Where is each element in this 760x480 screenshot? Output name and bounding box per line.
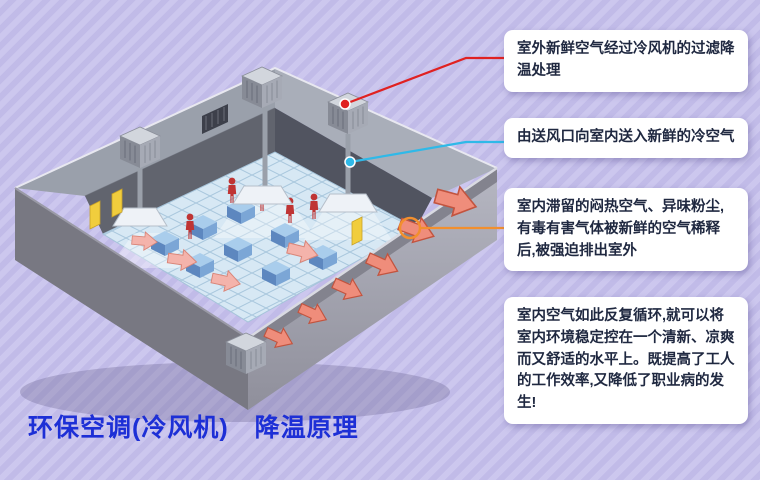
callout-text-fresh-air-supply: 由送风口向室内送入新鲜的冷空气 [517,129,735,145]
callout-text-exhaust: 室内滞留的闷热空气、异味粉尘,有毒有害气体被新鲜的空气稀释后,被强迫排出室外 [517,199,725,259]
callout-fresh-air-supply: 由送风口向室内送入新鲜的冷空气 [504,118,748,158]
air-diffuser [112,207,168,227]
callout-exhaust: 室内滞留的闷热空气、异味粉尘,有毒有害气体被新鲜的空气稀释后,被强迫排出室外 [504,188,748,272]
callout-circulation: 室内空气如此反复循环,就可以将室内环境稳定控在一个清新、凉爽而又舒适的水平上。既… [504,297,748,424]
yellow-panels [89,188,363,246]
air-duct [262,106,268,186]
air-diffuser [318,193,378,213]
callout-text-circulation: 室内空气如此反复循环,就可以将室内环境稳定控在一个清新、凉爽而又舒适的水平上。既… [517,308,735,411]
callout-text-filter-cooling: 室外新鲜空气经过冷风机的过滤降温处理 [517,41,735,79]
left-wall [14,187,249,410]
air-diffuser [232,185,293,205]
air-duct [137,168,143,208]
callout-filter-cooling: 室外新鲜空气经过冷风机的过滤降温处理 [504,30,748,92]
wall-vent-icon [202,104,228,134]
page-title: 环保空调(冷风机) 降温原理 [28,414,359,442]
interior-walls [85,104,432,234]
air-duct [345,134,351,194]
